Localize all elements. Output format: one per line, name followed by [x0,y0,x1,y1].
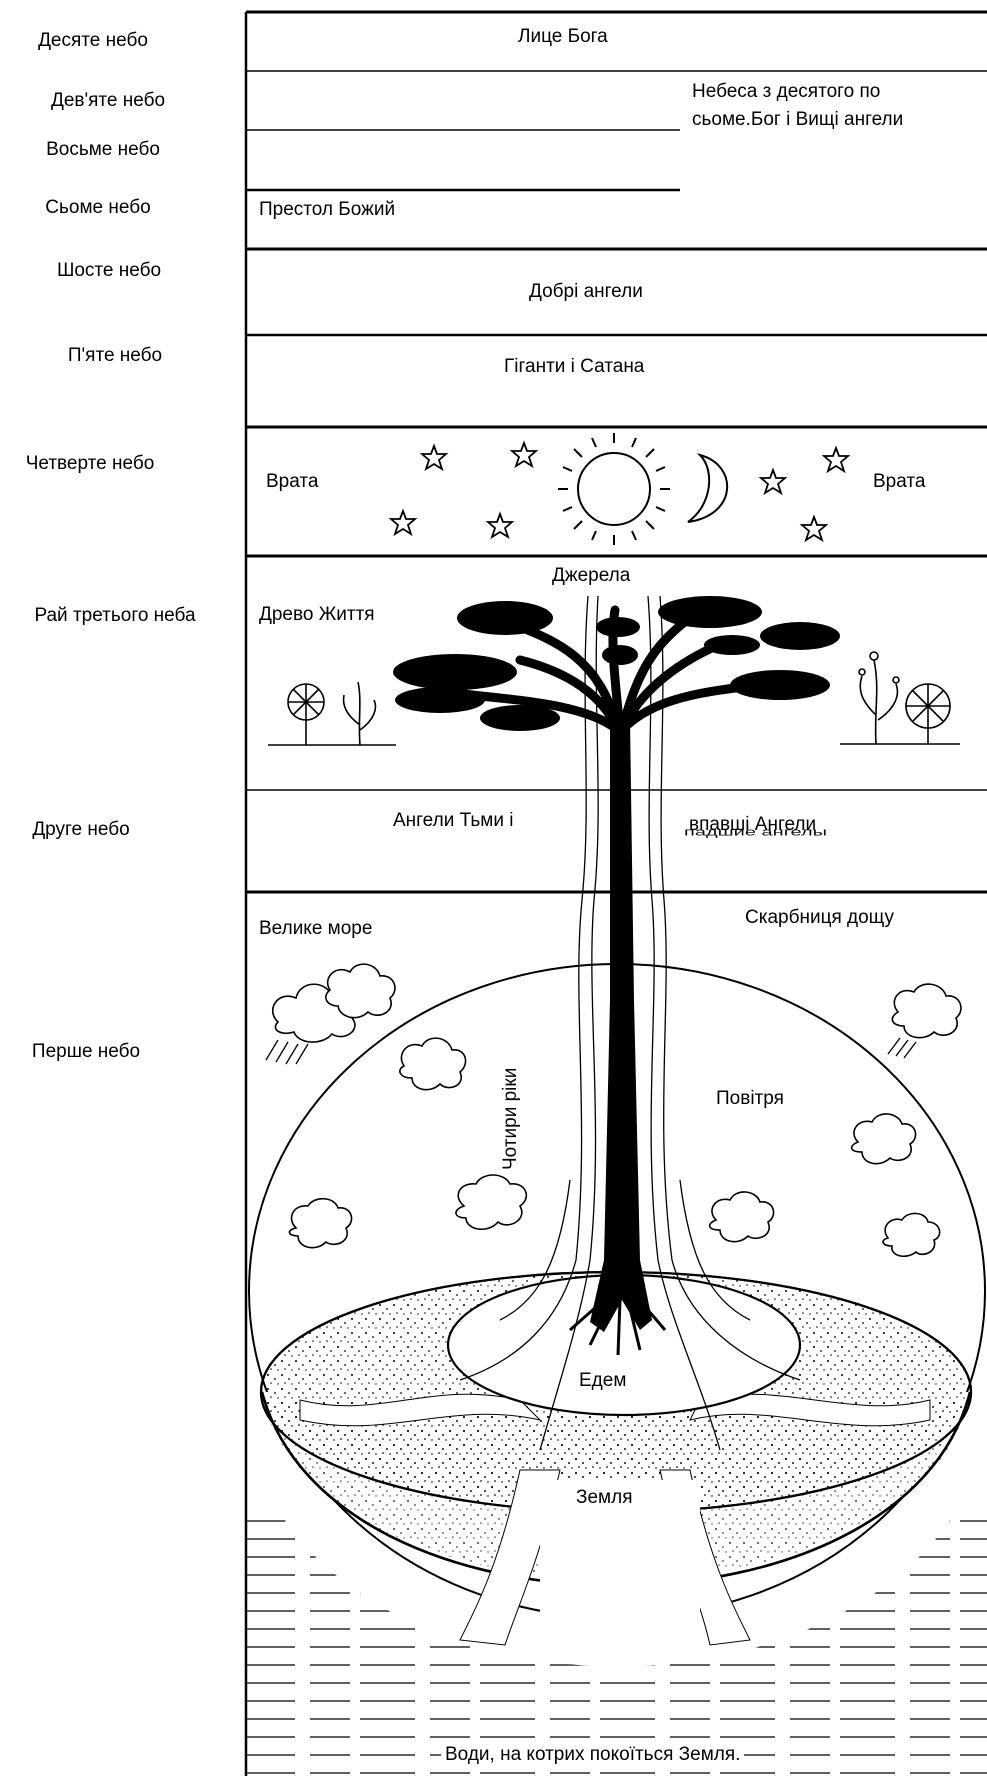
label-giants-satan: Гіганти і Сатана [504,356,644,378]
moon-icon [688,455,727,522]
label-gates-left: Врата [266,471,318,493]
heaven-label-7: Сьоме небо [0,197,196,219]
star-icon [391,511,415,534]
star-icon [761,470,785,493]
label-great-sea: Велике море [259,918,372,940]
label-dark-angels: Ангели Тьми і [393,810,513,832]
label-springs: Джерела [552,565,630,587]
label-fallen-angels: впавші Ангели [689,814,816,836]
heaven-label-1: Перше небо [0,1041,172,1063]
heaven-label-8: Восьме небо [0,139,206,161]
label-rain-treasury: Скарбниця дощу [745,907,894,929]
label-gates-right: Врата [873,471,925,493]
label-eden: Едем [579,1370,626,1392]
label-earth: Земля [576,1487,632,1509]
star-icon [824,448,848,471]
label-face-of-god: Лице Бога [518,26,608,48]
label-tree-of-life: Древо Життя [259,604,375,626]
star-icon [422,446,446,469]
label-air: Повітря [716,1088,784,1110]
heaven-label-3: Рай третього неба [0,605,230,627]
heaven-label-10: Десяте небо [0,30,186,52]
sun-icon [558,433,670,545]
heaven-label-6: Шосте небо [0,260,218,282]
label-waters: Води, на котрих покоїться Земля. [441,1744,744,1766]
label-throne: Престол Божий [259,199,395,221]
heaven-label-5: П'яте небо [0,345,230,367]
heaven-label-4: Четверте небо [0,453,180,475]
heaven-label-2: Друге небо [0,819,162,841]
label-four-rivers: Чотири ріки [500,1068,522,1170]
flower-icon [840,652,960,744]
flower-icon [268,682,396,745]
star-icon [488,514,512,537]
star-icon [512,443,536,466]
label-good-angels: Добрі ангели [529,281,643,303]
cloud-icon [892,984,961,1038]
label-upper-heavens-note: Небеса з десятого по сьоме.Бог і Вищі ан… [692,78,952,134]
star-icon [802,517,826,540]
heaven-label-9: Дев'яте небо [0,90,216,112]
